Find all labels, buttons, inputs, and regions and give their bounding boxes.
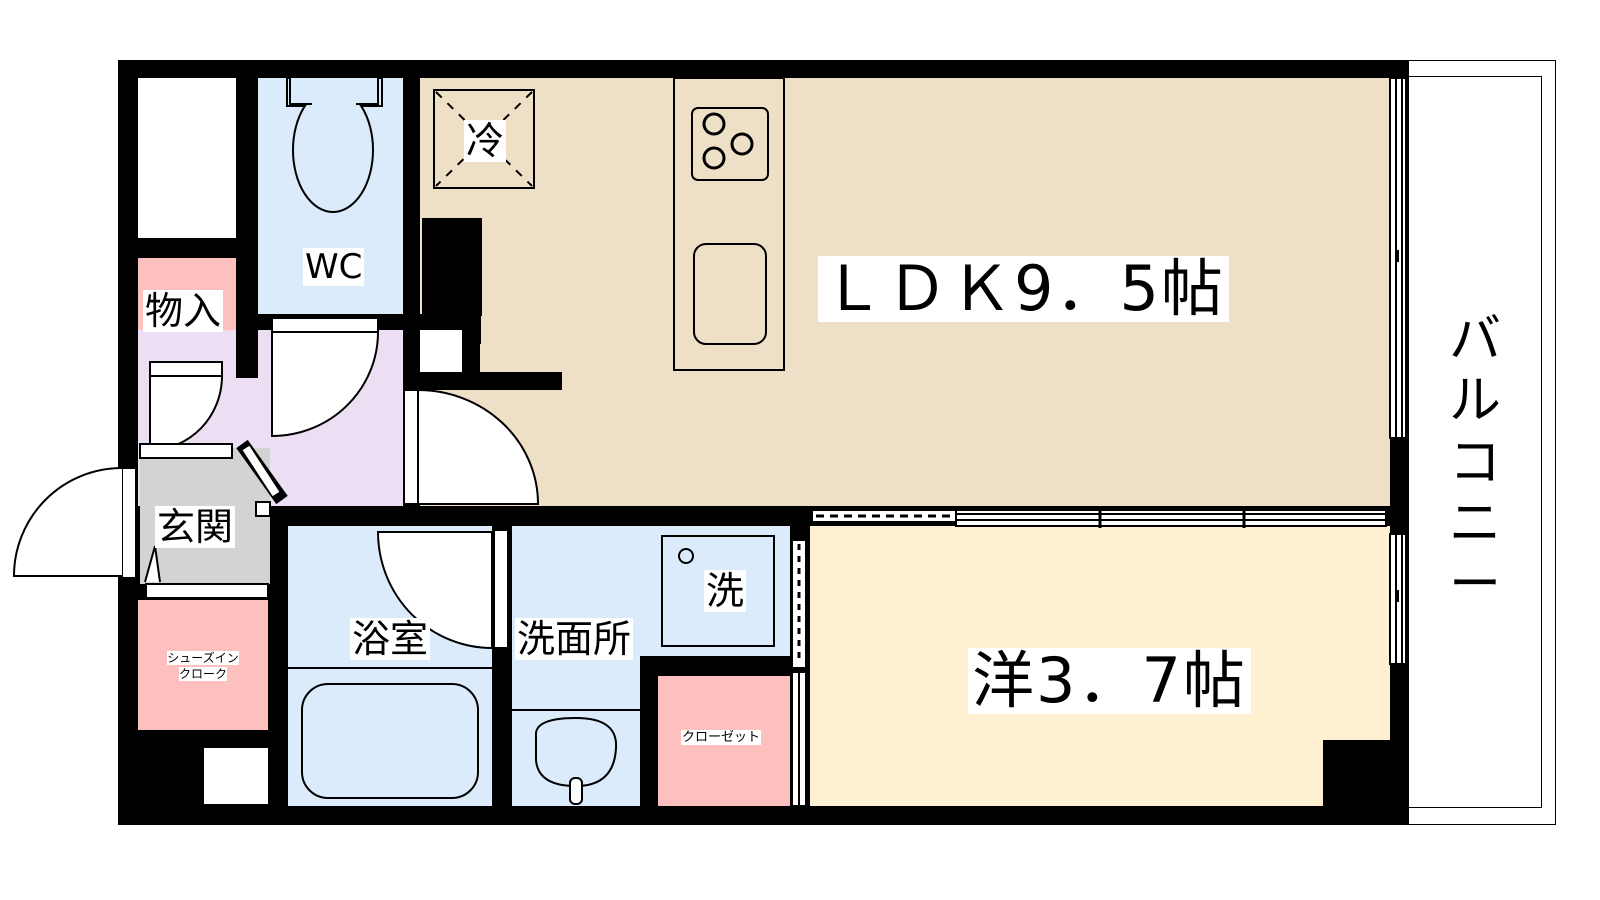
shoe-closet-label: シューズイン クローク — [150, 650, 256, 682]
closet-label: クローゼット — [681, 730, 762, 745]
entrance-label: 玄関 — [155, 505, 236, 549]
washer-label: 洗 — [704, 569, 747, 613]
small-white-box — [204, 748, 268, 804]
kitchen-pillar — [422, 218, 482, 316]
washroom-label: 洗面所 — [515, 617, 634, 661]
kitchen-wall-stub — [462, 316, 480, 388]
bathroom-label: 浴室 — [350, 617, 431, 661]
balcony-inner-frame — [1408, 76, 1542, 808]
ldk-label: ＬＤＫ9．5帖 — [818, 256, 1229, 322]
wc-label: WC — [303, 247, 365, 287]
western-room-label: 洋3．7帖 — [968, 648, 1251, 714]
fridge-label: 冷 — [464, 119, 507, 163]
balcony-label: バ ル コ ニ ー — [1448, 310, 1501, 616]
storage-label: 物入 — [143, 289, 224, 333]
top-left-closet — [138, 78, 236, 238]
shoe-closet-label-line2: クローク — [178, 667, 227, 681]
room-shoe-closet — [138, 600, 268, 730]
small-white-box-2 — [420, 330, 462, 372]
balcony — [1408, 60, 1556, 825]
shoe-closet-label-line1: シューズイン — [167, 651, 239, 665]
hall-wall-mid — [236, 314, 258, 378]
western-room-pillar — [1323, 740, 1390, 806]
kitchen-counter-wall — [410, 372, 562, 390]
